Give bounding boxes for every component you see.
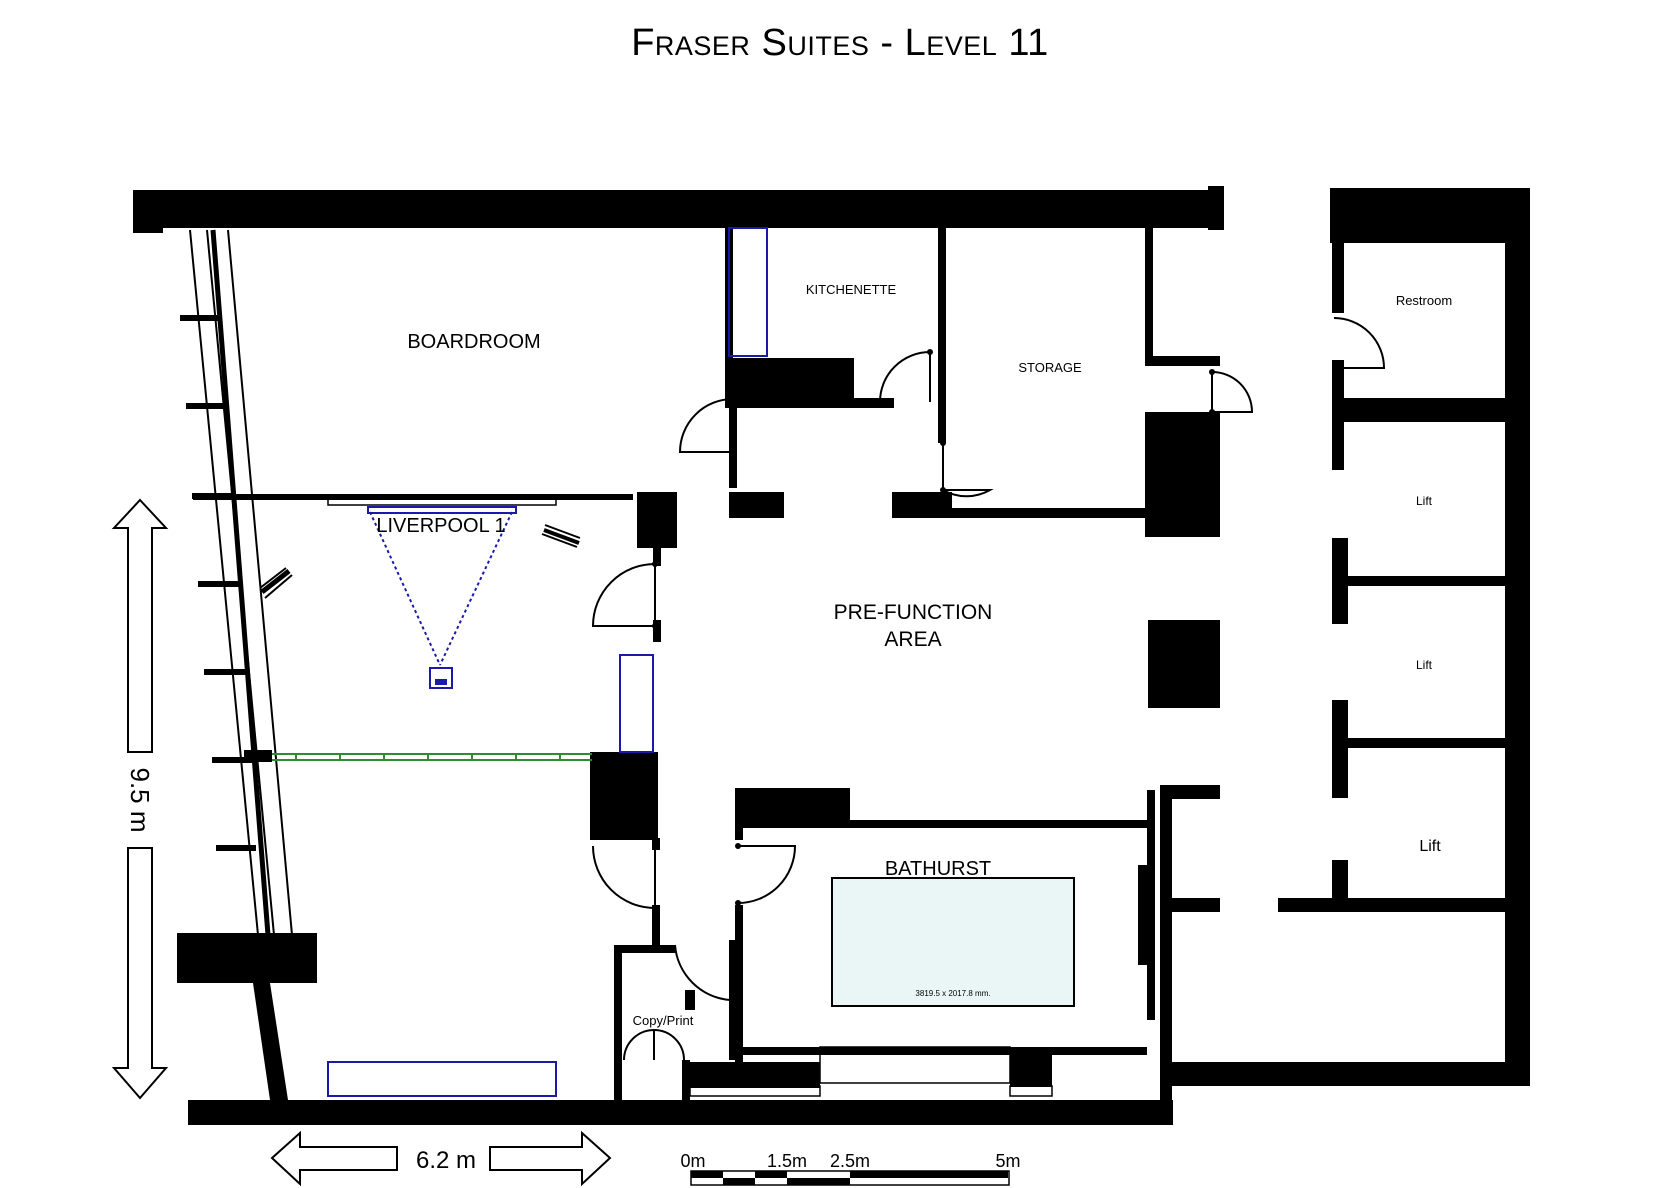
room-label-lift-3: Lift [1419,838,1441,855]
room-label-restroom: Restroom [1396,293,1452,308]
room-label-storage: STORAGE [1018,360,1082,375]
scale-bar: 0m 1.5m 2.5m 5m [680,1151,1021,1186]
room-label-kitchenette: KITCHENETTE [806,282,897,297]
arrow-left-icon [270,1130,398,1187]
bathurst-table [831,877,1075,1007]
scale-label-2: 2.5m [830,1151,870,1171]
walls [133,186,1530,1125]
height-dimension [111,498,169,1100]
scale-label-1: 1.5m [767,1151,807,1171]
room-label-prefunction-line2: AREA [884,628,941,651]
furniture [244,227,1215,1097]
room-label-lift-2: Lift [1416,658,1433,672]
width-dimension-label: 6.2 m [416,1147,476,1174]
room-labels: BOARDROOM KITCHENETTE STORAGE Restroom L… [376,282,1452,1028]
room-label-bathurst: BATHURST [885,858,991,880]
table-dimension-label: 3819.5 x 2017.8 mm. [915,989,990,998]
plan-title: Fraser Suites - Level 11 [631,22,1049,64]
projector-beam [369,511,513,666]
arrow-down-icon [111,847,169,1100]
height-dimension-label: 9.5 m [125,767,155,832]
interior-walls [193,188,1512,1100]
door-swings [591,317,1386,1061]
scale-label-0: 0m [680,1151,705,1171]
scale-label-3: 5m [995,1151,1020,1171]
projector-icon [429,667,453,689]
room-label-copyprint: Copy/Print [633,1013,694,1028]
width-dimension [270,1130,612,1187]
window-glazing [180,229,293,936]
arrow-right-icon [489,1130,612,1187]
arrow-up-icon [111,498,169,753]
room-label-lift-1: Lift [1416,494,1433,508]
room-label-prefunction-line1: PRE-FUNCTION [834,601,993,624]
room-label-liverpool: LIVERPOOL 1 [376,515,505,537]
room-label-boardroom: BOARDROOM [407,331,540,353]
operable-partition [252,753,592,761]
